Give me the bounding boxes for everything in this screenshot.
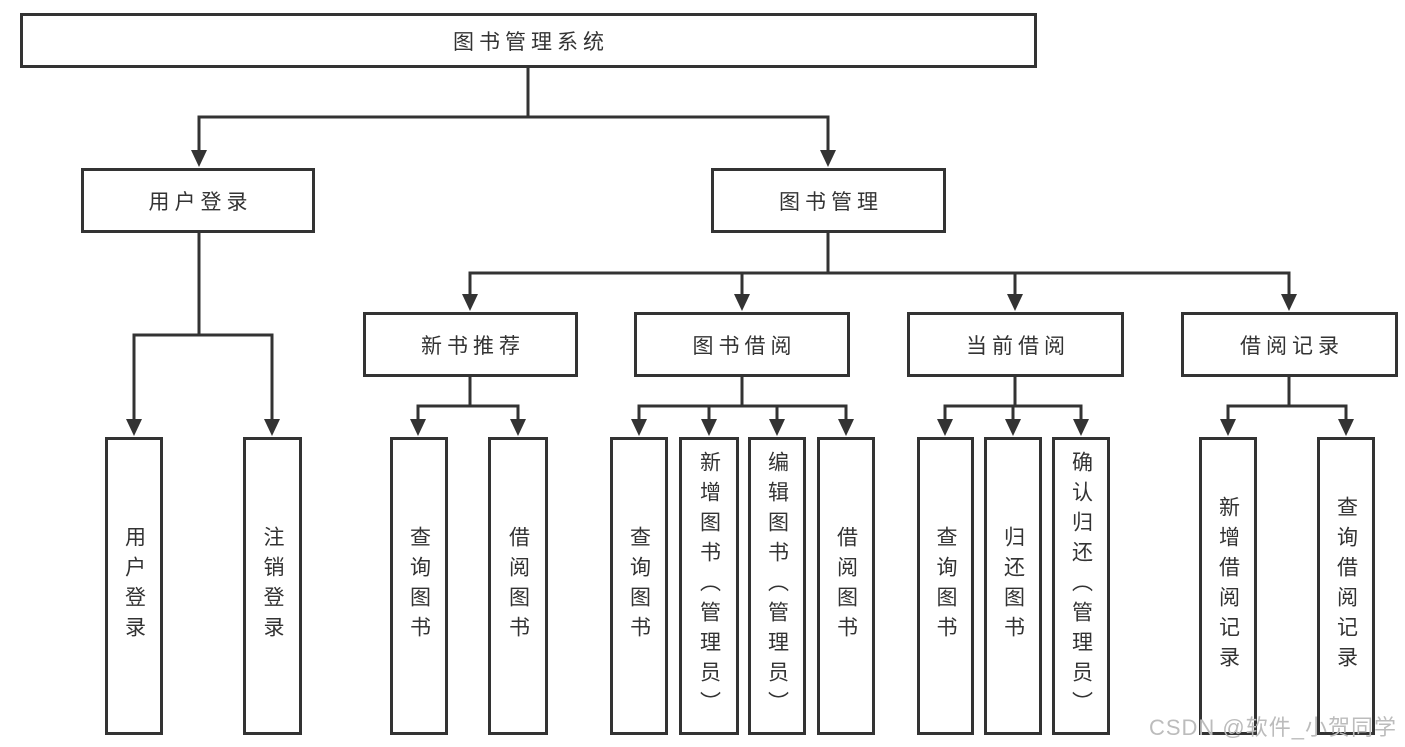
connector-root-to-branches: [197, 68, 830, 151]
leaf-label: 用户登录: [122, 526, 146, 646]
arrow-down-icon: [1220, 419, 1236, 436]
leaf-label: 归还图书: [1001, 526, 1025, 646]
arrow-down-icon: [510, 419, 526, 436]
node-borrow-records: 借阅记录: [1181, 312, 1398, 377]
leaf-label: 查询图书: [407, 526, 431, 646]
connector-current-to-leaves: [943, 377, 1083, 420]
node-root-system: 图书管理系统: [20, 13, 1037, 68]
leaf-query-books-current: 查询图书: [917, 437, 974, 735]
csdn-watermark: CSDN @软件_小贺同学: [1148, 715, 1397, 740]
arrow-down-icon: [937, 419, 953, 436]
arrow-down-icon: [734, 294, 750, 311]
node-current-borrow-label: 当前借阅: [966, 334, 1070, 358]
connector-newbooks-to-leaves: [416, 377, 520, 420]
leaf-borrow-books-recommend: 借阅图书: [488, 437, 548, 735]
arrow-down-icon: [191, 150, 207, 167]
arrow-down-icon: [462, 294, 478, 311]
leaf-label: 查询借阅记录: [1334, 496, 1358, 676]
node-book-mgmt-label: 图书管理: [779, 190, 883, 214]
connector-records-to-leaves: [1226, 377, 1348, 420]
leaf-label: 新增图书（管理员）: [697, 451, 721, 721]
leaf-label: 查询图书: [934, 526, 957, 646]
node-new-book-recommend-label: 新书推荐: [421, 334, 525, 358]
arrow-down-icon: [838, 419, 854, 436]
leaf-logout: 注销登录: [243, 437, 302, 735]
node-borrow-records-label: 借阅记录: [1240, 334, 1344, 358]
leaf-add-borrow-record: 新增借阅记录: [1199, 437, 1257, 735]
arrow-down-icon: [701, 419, 717, 436]
arrow-down-icon: [769, 419, 785, 436]
leaf-borrow-books: 借阅图书: [817, 437, 875, 735]
leaf-label: 编辑图书（管理员）: [765, 451, 789, 721]
node-user-login: 用户登录: [81, 168, 315, 233]
arrow-down-icon: [264, 419, 280, 436]
leaf-return-books: 归还图书: [984, 437, 1042, 735]
leaf-label: 借阅图书: [506, 526, 530, 646]
arrow-down-icon: [410, 419, 426, 436]
connector-borrow-to-leaves: [637, 377, 848, 420]
arrow-down-icon: [1073, 419, 1089, 436]
arrow-down-icon: [1005, 419, 1021, 436]
leaf-label: 新增借阅记录: [1216, 496, 1240, 676]
node-user-login-label: 用户登录: [148, 190, 253, 214]
node-book-borrow: 图书借阅: [634, 312, 850, 377]
leaf-add-books-admin: 新增图书（管理员）: [679, 437, 739, 735]
leaf-query-books-borrow: 查询图书: [610, 437, 668, 735]
leaf-confirm-return-admin: 确认归还（管理员）: [1052, 437, 1110, 735]
node-book-mgmt: 图书管理: [711, 168, 946, 233]
arrow-down-icon: [820, 150, 836, 167]
leaf-query-borrow-record: 查询借阅记录: [1317, 437, 1375, 735]
leaf-query-books-recommend: 查询图书: [390, 437, 448, 735]
connector-mgmt-to-sections: [468, 233, 1291, 295]
arrow-down-icon: [1338, 419, 1354, 436]
leaf-label: 注销登录: [261, 526, 284, 646]
node-root-label: 图书管理系统: [453, 30, 609, 54]
arrow-down-icon: [631, 419, 647, 436]
arrow-down-icon: [1281, 294, 1297, 311]
arrow-down-icon: [126, 419, 142, 436]
leaf-label: 借阅图书: [834, 526, 858, 646]
node-current-borrow: 当前借阅: [907, 312, 1124, 377]
arrow-down-icon: [1007, 294, 1023, 311]
node-book-borrow-label: 图书借阅: [692, 334, 797, 358]
leaf-label: 确认归还（管理员）: [1069, 451, 1093, 721]
leaf-edit-books-admin: 编辑图书（管理员）: [748, 437, 806, 735]
connector-login-to-leaves: [132, 233, 274, 420]
leaf-label: 查询图书: [627, 526, 651, 646]
node-new-book-recommend: 新书推荐: [363, 312, 578, 377]
leaf-user-login: 用户登录: [105, 437, 163, 735]
